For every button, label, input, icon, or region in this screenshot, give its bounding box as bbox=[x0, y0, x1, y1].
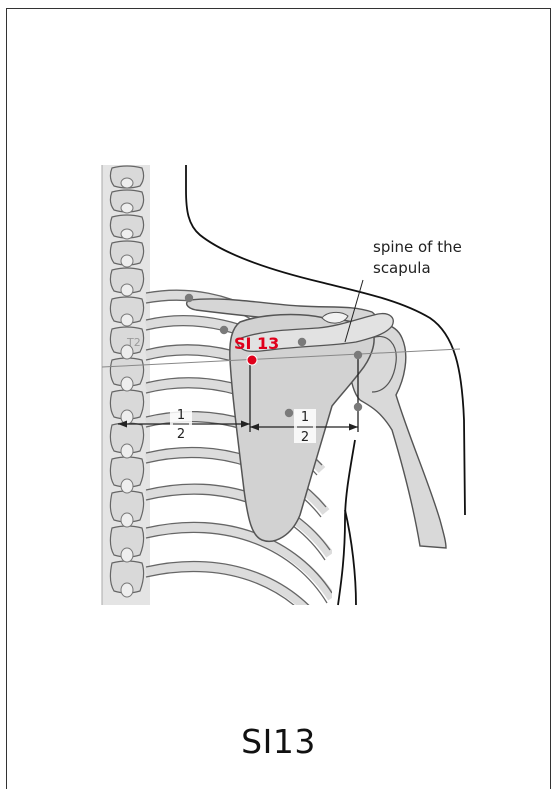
spine-of-scapula-label-line1: spine of the bbox=[373, 238, 462, 256]
spine-of-scapula-label-line2: scapula bbox=[373, 259, 431, 277]
reference-dot bbox=[354, 351, 362, 359]
reference-dot bbox=[298, 338, 306, 346]
reference-dot bbox=[354, 403, 362, 411]
fraction-left-numerator: 1 bbox=[177, 408, 185, 423]
fraction-right: 1 2 bbox=[294, 409, 316, 445]
reference-dot bbox=[185, 294, 193, 302]
fraction-right-numerator: 1 bbox=[301, 410, 309, 425]
fraction-right-denominator: 2 bbox=[301, 430, 309, 445]
fraction-left-denominator: 2 bbox=[177, 427, 185, 442]
spinal-column bbox=[102, 165, 150, 605]
vertebra-t2-label: T2 bbox=[126, 336, 141, 349]
figure-caption: SI13 bbox=[0, 722, 557, 761]
si13-point-marker bbox=[247, 355, 257, 365]
si13-point-label: SI 13 bbox=[234, 334, 279, 353]
reference-dot bbox=[285, 409, 293, 417]
reference-dot bbox=[220, 326, 228, 334]
fraction-left: 1 2 bbox=[170, 406, 192, 442]
